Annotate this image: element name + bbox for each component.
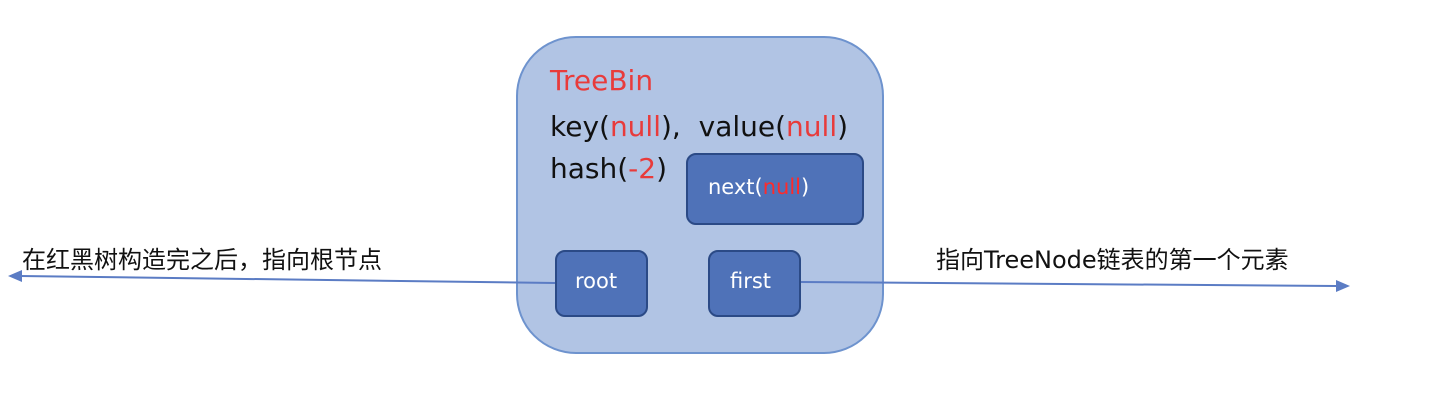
key-null-value: null xyxy=(609,110,661,143)
value-prefix: value( xyxy=(698,110,787,143)
root-label: root xyxy=(575,269,618,293)
root-field-box: root xyxy=(555,250,648,317)
next-field-box: next(null) xyxy=(686,153,864,225)
treebin-title: TreeBin xyxy=(550,64,654,97)
root-arrow-line xyxy=(19,275,556,284)
key-value-line: key(null), value(null) xyxy=(550,110,848,144)
next-null-value: null xyxy=(762,175,802,199)
hash-value: -2 xyxy=(628,152,657,185)
next-prefix: next( xyxy=(708,175,763,199)
first-arrowhead-icon xyxy=(1336,280,1350,292)
hash-prefix: hash( xyxy=(550,152,629,185)
first-field-box: first xyxy=(708,250,801,317)
first-arrow-line xyxy=(800,281,1337,287)
root-arrowhead-icon xyxy=(8,270,22,282)
value-null-value: null xyxy=(786,110,838,143)
root-arrow xyxy=(8,270,556,284)
value-suffix: ) xyxy=(837,110,849,143)
key-suffix: ), xyxy=(661,110,681,143)
key-prefix: key( xyxy=(550,110,610,143)
first-annotation: 指向TreeNode链表的第一个元素 xyxy=(936,246,1289,274)
first-label: first xyxy=(730,269,772,293)
first-arrow xyxy=(800,280,1350,292)
hash-suffix: ) xyxy=(656,152,668,185)
root-annotation: 在红黑树构造完之后，指向根节点 xyxy=(22,246,382,274)
next-suffix: ) xyxy=(801,175,810,199)
hash-line: hash(-2) xyxy=(550,152,667,186)
